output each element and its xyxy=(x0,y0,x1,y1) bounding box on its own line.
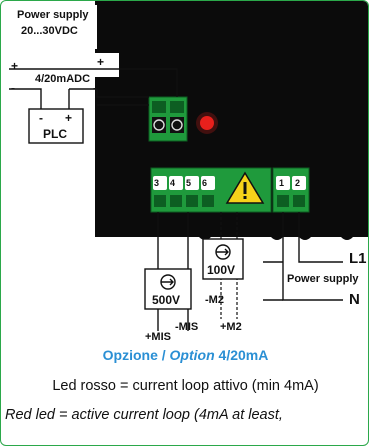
source-500v-label: 500V xyxy=(152,293,181,307)
current-source-icon xyxy=(215,244,231,260)
power-supply-top-label: Power supply xyxy=(17,9,89,21)
option-title: Opzione / Option 4/20mA xyxy=(1,347,368,363)
body-notch xyxy=(95,53,119,77)
caption-english: Red led = active current loop (4mA at le… xyxy=(5,407,283,423)
loop-minus-wire xyxy=(96,89,149,106)
red-led-glow xyxy=(196,112,218,134)
screw-icon xyxy=(153,119,165,131)
terminal-label-3: 3 xyxy=(154,178,160,188)
red-led-icon xyxy=(200,116,214,130)
voltage-range-label: 20...30VDC xyxy=(21,25,78,37)
screw-icon xyxy=(171,119,183,131)
plc-plus-label: + xyxy=(65,111,73,125)
plus-left-label: + xyxy=(11,59,19,73)
minus-right-label: - xyxy=(93,81,97,95)
terminal-label-1: 1 xyxy=(279,178,285,188)
supply-label-box xyxy=(15,5,97,49)
power-line-stubs xyxy=(263,261,283,301)
terminal-label-4: 4 xyxy=(170,178,176,188)
power-supply-right-label: Power supply xyxy=(287,273,359,285)
option-title-en: Option xyxy=(169,347,215,363)
source-100v-label: 100V xyxy=(207,263,236,277)
main-terminal-block xyxy=(150,167,272,213)
terminal-label-5: 5 xyxy=(186,178,192,188)
n-label: N xyxy=(349,291,360,308)
supply-plus-wire xyxy=(9,68,178,97)
supply-minus-wire xyxy=(9,88,42,109)
current-source-icon xyxy=(160,274,176,290)
option-title-type: 4/20mA xyxy=(214,347,269,363)
l1-label: L1 xyxy=(349,250,367,267)
loop-terminal-block xyxy=(148,96,188,142)
plc-minus-label: - xyxy=(39,111,43,125)
option-title-it: Opzione / xyxy=(102,347,170,363)
l1-wire xyxy=(298,212,343,263)
plc-label: PLC xyxy=(43,127,67,141)
plc-box xyxy=(28,108,84,144)
terminal-label-6: 6 xyxy=(202,178,208,188)
warning-icon xyxy=(225,171,265,204)
plus-m2-label: +M2 xyxy=(220,321,242,333)
power-terminal-block xyxy=(272,167,310,213)
minus-m2-label: -M2 xyxy=(205,294,224,306)
caption-italian: Led rosso = current loop attivo (min 4mA… xyxy=(52,378,319,394)
plus-top-label: + xyxy=(97,55,105,69)
minus-left-label: - xyxy=(11,81,15,95)
minus-mis-label: -MIS xyxy=(175,321,199,333)
plus-mis-label: +MIS xyxy=(145,331,171,343)
loop-type-label: 4/20mADC xyxy=(35,73,91,85)
terminal-label-2: 2 xyxy=(295,178,301,188)
